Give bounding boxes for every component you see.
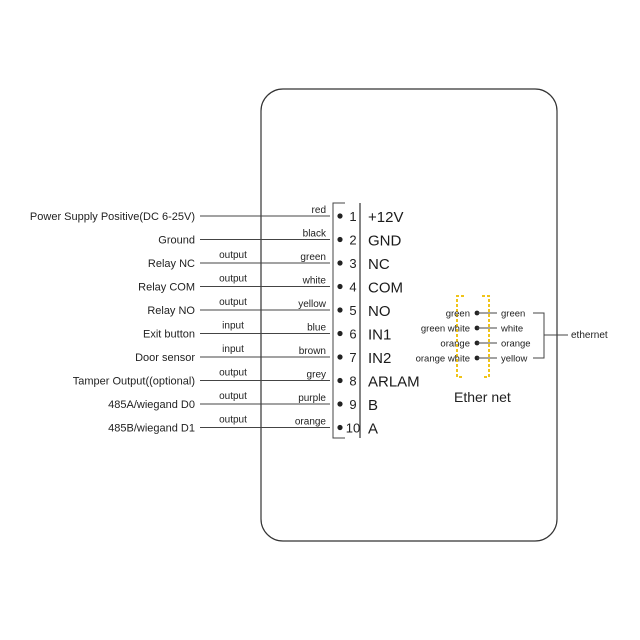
device-label: Relay NO — [147, 305, 195, 317]
device-label: Door sensor — [135, 352, 195, 364]
terminal-dot — [337, 307, 343, 313]
terminal-dot — [337, 401, 343, 407]
terminal-row-5: Relay NO output yellow 5 NO — [147, 297, 390, 320]
terminal-name: +12V — [368, 209, 403, 226]
terminal-dot — [337, 260, 343, 266]
pin-number: 9 — [349, 397, 356, 412]
terminal-name: NC — [368, 256, 390, 273]
terminal-rows: Power Supply Positive(DC 6-25V) red 1 +12V G… — [30, 205, 420, 438]
wire-color-label: green — [300, 252, 326, 263]
ethernet-row: green green — [446, 309, 526, 320]
signal-direction-label: output — [219, 250, 247, 261]
terminal-name: GND — [368, 233, 402, 250]
device-label: Tamper Output((optional) — [73, 376, 195, 388]
device-label: Relay COM — [138, 282, 195, 294]
device-label: 485B/wiegand D1 — [108, 423, 195, 435]
pin-number: 2 — [349, 233, 356, 248]
pin-number: 6 — [349, 327, 356, 342]
terminal-dot — [337, 283, 343, 290]
terminal-dot — [337, 330, 343, 337]
terminal-name: IN2 — [368, 350, 391, 367]
ethernet-row: green white white — [421, 324, 523, 335]
terminal-name: B — [368, 397, 378, 414]
ethernet-merge-line — [533, 312, 568, 359]
wire-color-label: black — [303, 229, 327, 240]
terminal-dot — [337, 354, 343, 360]
device-label: Power Supply Positive(DC 6-25V) — [30, 211, 195, 223]
terminal-row-1: Power Supply Positive(DC 6-25V) red 1 +12V — [30, 205, 404, 226]
terminal-name: ARLAM — [368, 374, 420, 391]
terminal-name: IN1 — [368, 327, 391, 344]
signal-direction-label: output — [219, 297, 247, 308]
terminal-row-8: Tamper Output((optional) output grey 8 ARLAM — [73, 368, 420, 391]
terminal-dot — [337, 377, 343, 384]
pin-number: 5 — [349, 303, 356, 318]
terminal-row-10: 485B/wiegand D1 output orange 10 A — [108, 415, 378, 438]
ethernet-cable-label: ethernet — [571, 330, 608, 341]
wire-color-label: white — [302, 276, 327, 287]
terminal-row-6: Exit button input blue 6 IN1 — [143, 321, 391, 344]
terminal-name: NO — [368, 303, 391, 320]
signal-direction-label: output — [219, 274, 247, 285]
device-label: 485A/wiegand D0 — [108, 399, 195, 411]
pin-number: 7 — [349, 350, 356, 365]
wire-color-label: blue — [307, 323, 326, 334]
wire-color-label: brown — [299, 346, 326, 357]
pin-number: 8 — [349, 374, 356, 389]
ethernet-row: orange white yellow — [416, 354, 528, 365]
device-label: Ground — [158, 235, 195, 247]
ethernet-left-label: orange white — [416, 354, 470, 365]
ethernet-right-label: yellow — [501, 354, 528, 365]
wire-color-label: red — [312, 205, 326, 216]
ethernet-title: Ether net — [454, 389, 511, 405]
ethernet-right-label: orange — [501, 339, 531, 350]
device-label: Exit button — [143, 329, 195, 341]
pin-number: 10 — [346, 421, 360, 436]
wire-color-label: purple — [298, 393, 326, 404]
signal-direction-label: input — [222, 344, 244, 355]
device-label: Relay NC — [148, 258, 195, 270]
terminal-name: A — [368, 421, 378, 438]
ethernet-right-label: white — [500, 324, 523, 335]
ethernet-right-label: green — [501, 309, 525, 320]
wire-color-label: yellow — [298, 299, 327, 310]
terminal-name: COM — [368, 280, 403, 297]
terminal-row-3: Relay NC output green 3 NC — [148, 250, 390, 273]
terminal-row-2: Ground black 2 GND — [158, 229, 401, 250]
ethernet-left-label: green white — [421, 324, 470, 335]
ethernet-row: orange orange — [440, 339, 530, 350]
ethernet-bracket-left — [456, 295, 464, 378]
wire-color-label: grey — [307, 370, 326, 381]
ethernet-left-label: orange — [440, 339, 470, 350]
pin-number: 4 — [349, 280, 356, 295]
pin-number: 3 — [349, 256, 356, 271]
ethernet-left-label: green — [446, 309, 470, 320]
signal-direction-label: output — [219, 415, 247, 426]
wire-color-label: orange — [295, 417, 327, 428]
signal-direction-label: output — [219, 368, 247, 379]
terminal-block — [332, 202, 345, 439]
terminal-dot — [337, 424, 343, 431]
signal-direction-label: input — [222, 321, 244, 332]
ethernet-bracket-right — [482, 295, 490, 378]
terminal-row-4: Relay COM output white 4 COM — [138, 274, 403, 297]
terminal-dot — [337, 236, 343, 243]
signal-direction-label: output — [219, 391, 247, 402]
pin-number: 1 — [349, 209, 356, 224]
device-body — [260, 88, 558, 542]
terminal-row-7: Door sensor input brown 7 IN2 — [135, 344, 391, 367]
terminal-dot — [337, 213, 343, 219]
